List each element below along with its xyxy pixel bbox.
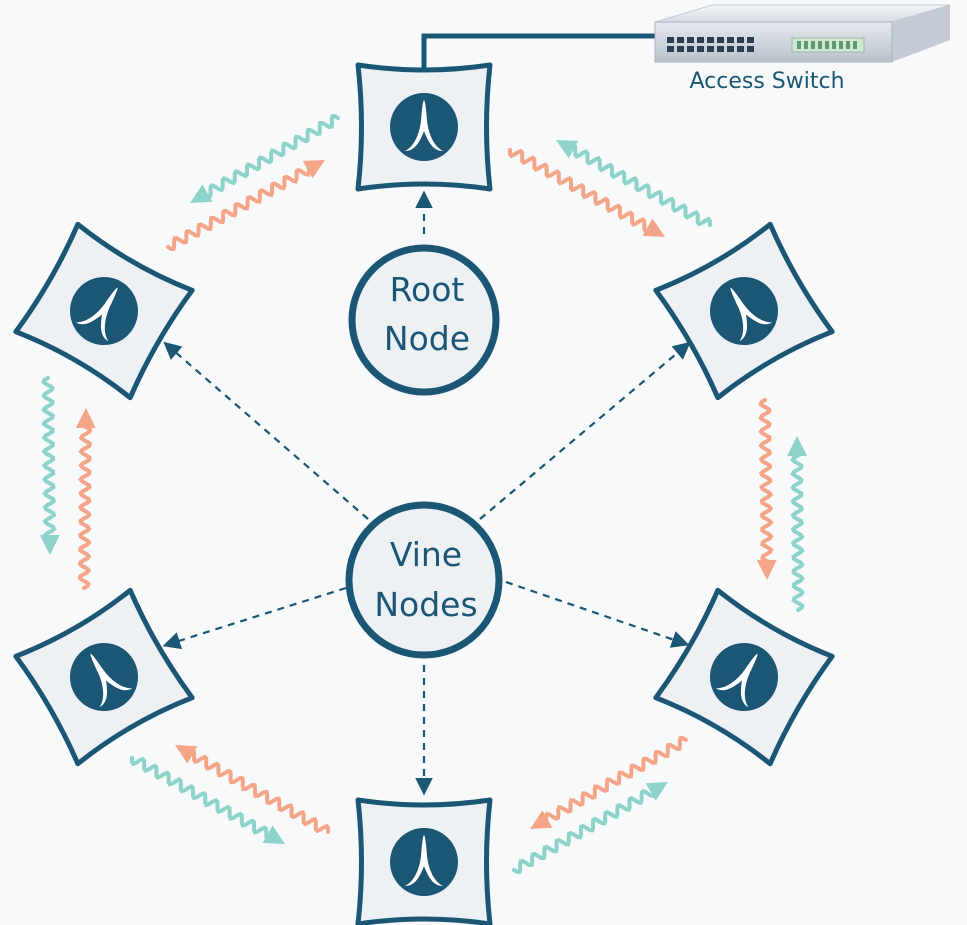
mesh-nodes (13, 62, 835, 925)
root-node-line1: Root (390, 270, 465, 309)
wave-orange-top-left (166, 160, 325, 252)
wave-orange-left (75, 408, 96, 590)
wave-teal-bottom-right (512, 782, 668, 875)
vine-mesh-node (653, 221, 835, 401)
root-node-line2: Node (384, 319, 470, 358)
vine-to-left-top-arrow (163, 341, 369, 520)
mesh-node-logo-icon (710, 277, 778, 345)
vine-to-right-bottom-arrow (505, 580, 690, 648)
wave-teal-top-right (556, 140, 712, 227)
uplink-cable (421, 33, 660, 70)
vine-nodes-line2: Nodes (374, 585, 477, 624)
vine-to-left-bottom-arrow (162, 586, 347, 650)
wave-teal-bottom-left (130, 756, 285, 844)
mesh-node-logo-icon (390, 93, 458, 161)
wave-orange-right (756, 398, 777, 580)
mesh-node-logo-icon (390, 828, 458, 896)
vine-mesh-node (13, 221, 195, 401)
management-arrows (162, 190, 691, 796)
wireless-links (39, 113, 808, 875)
vine-mesh-node (653, 587, 835, 767)
wave-orange-bottom-left (175, 745, 330, 834)
wave-orange-top-right (508, 148, 665, 237)
vine-mesh-node (355, 797, 493, 925)
wave-orange-bottom-right (530, 735, 688, 829)
vine-nodes-line1: Vine (390, 535, 462, 574)
access-switch: Access Switch (654, 4, 951, 94)
mesh-node-logo-icon (70, 277, 138, 345)
mesh-node-logo-icon (710, 643, 778, 711)
vine-nodes-badge: Vine Nodes (345, 501, 503, 659)
mesh-node-logo-icon (70, 643, 138, 711)
vine-to-right-top-arrow (479, 341, 691, 520)
root-mesh-node (355, 62, 493, 192)
vine-mesh-node (13, 587, 195, 767)
wave-teal-right (787, 436, 808, 612)
root-node-badge: Root Node (348, 244, 500, 396)
access-switch-label: Access Switch (689, 69, 844, 94)
wave-teal-top-left (190, 113, 340, 203)
wave-teal-left (39, 376, 60, 555)
network-switch-icon (654, 4, 951, 63)
